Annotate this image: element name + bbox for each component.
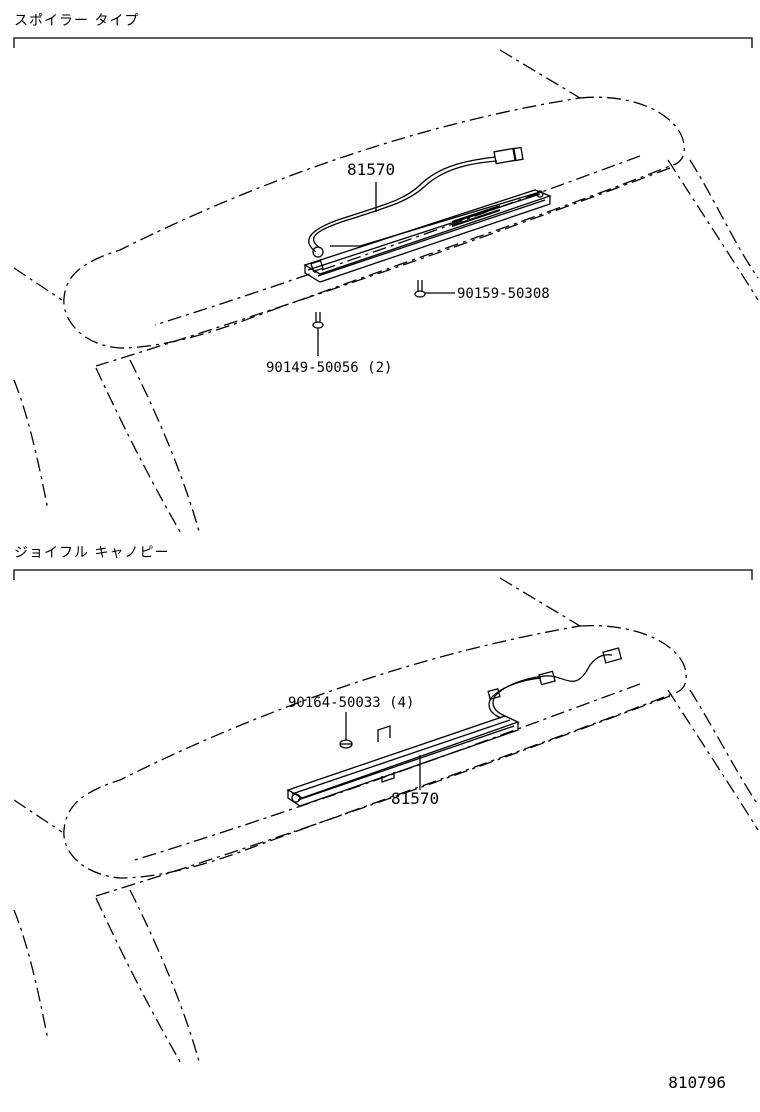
- section-2-frame: [13, 569, 753, 580]
- stop-lamp-81570: [303, 146, 552, 283]
- part-label-90149-50056: 90149-50056 (2): [266, 360, 393, 376]
- window-line-3: [13, 379, 49, 511]
- window-line-5: [129, 889, 201, 1066]
- part-label-81570-bottom: 81570: [391, 789, 440, 808]
- screw-90164-50033: [339, 712, 353, 749]
- left-roof-line-2: [13, 799, 63, 833]
- section-1-title: スポイラー タイプ: [14, 13, 140, 29]
- canopy-inner-line: [134, 683, 641, 861]
- section-1-drawing: [13, 37, 759, 536]
- right-pillar-line-4: [667, 689, 759, 831]
- window-line-4: [95, 897, 183, 1066]
- spoiler-lower-line: [95, 167, 671, 367]
- left-roof-line: [13, 267, 63, 301]
- part-label-90159-50308: 90159-50308: [457, 286, 550, 302]
- window-line-2: [129, 359, 201, 536]
- window-line-6: [13, 909, 49, 1041]
- part-label-81570-top: 81570: [347, 160, 396, 179]
- part-label-90164-50033: 90164-50033 (4): [288, 695, 415, 711]
- right-pillar-line-1: [689, 159, 759, 279]
- window-line-1: [95, 367, 183, 536]
- roof-line: [499, 49, 581, 99]
- spoiler-inner-line: [154, 155, 641, 326]
- section-2-drawing: [13, 569, 759, 1066]
- spoiler-outline: [63, 96, 685, 349]
- roof-line-2: [499, 577, 581, 627]
- section-2-title: ジョイフル キャノピー: [14, 545, 170, 561]
- stop-lamp-81570-canopy: [286, 647, 623, 807]
- screw-90149-50056: [312, 312, 324, 356]
- canopy-outline: [63, 624, 687, 879]
- section-1-frame: [13, 37, 753, 48]
- right-pillar-line-3: [689, 689, 759, 806]
- drawing-number: 810796: [668, 1073, 726, 1092]
- screw-90159-50308: [414, 280, 455, 298]
- canopy-lower-line: [95, 695, 671, 897]
- right-pillar-line-2: [667, 159, 759, 301]
